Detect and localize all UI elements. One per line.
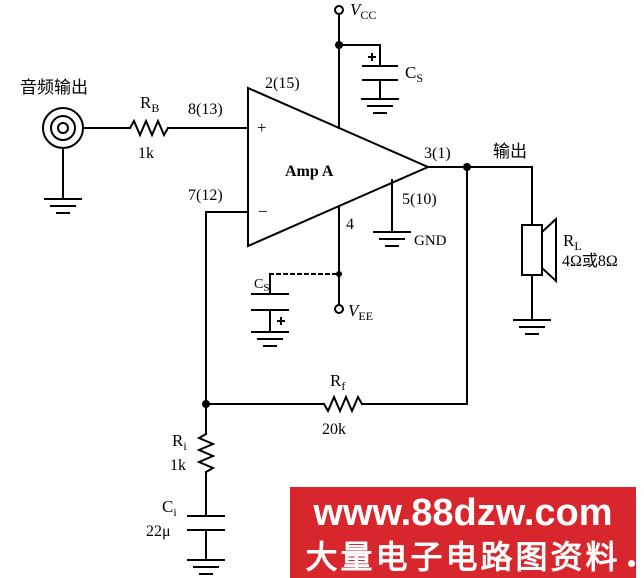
pin-8-label: 8(13) xyxy=(188,101,223,118)
pin-7-label: 7(12) xyxy=(188,187,223,204)
junction-dot xyxy=(463,163,471,171)
output-label: 输出 xyxy=(493,142,527,162)
rl-label: RL xyxy=(563,231,582,253)
cs-top-label: CS xyxy=(405,63,423,85)
vcc-label: VCC xyxy=(350,0,376,22)
junction-dot xyxy=(335,41,343,49)
watermark-url: www.88dzw.com xyxy=(313,492,613,534)
pin-4-label: 4 xyxy=(346,216,354,233)
gnd-label: GND xyxy=(414,233,447,249)
pin-3-label: 3(1) xyxy=(424,145,451,162)
pin-5-label: 5(10) xyxy=(402,191,437,208)
rb-label: RB xyxy=(140,93,159,115)
resistor-rf-icon xyxy=(322,394,364,414)
ci-value: 22μ xyxy=(146,523,171,540)
rb-value: 1k xyxy=(138,145,154,162)
watermark-subtitle: 大量电子电路图资料 xyxy=(305,538,621,576)
rl-value: 4Ω或8Ω xyxy=(562,252,618,270)
speaker-icon xyxy=(521,216,557,284)
vcc-terminal-icon xyxy=(334,5,344,15)
amp-label: Amp A xyxy=(285,163,334,180)
ground-icon xyxy=(251,331,289,347)
watermark-banner xyxy=(290,487,636,578)
capacitor-ci-icon xyxy=(187,515,225,531)
audio-out-label: 音频输出 xyxy=(20,78,88,98)
cs-bottom-label: CS xyxy=(254,277,269,294)
ground-icon xyxy=(361,98,399,114)
audio-jack-icon xyxy=(42,107,84,149)
minus-label: − xyxy=(258,202,268,221)
ground-icon xyxy=(187,559,225,575)
ground-icon xyxy=(513,319,551,335)
pin-2-label: 2(15) xyxy=(265,75,300,92)
rf-value: 20k xyxy=(322,421,346,438)
resistor-rb-icon xyxy=(128,118,170,138)
plus-label: + xyxy=(257,118,267,137)
vee-terminal-icon xyxy=(334,304,344,314)
ground-icon xyxy=(44,198,82,214)
ci-label: Ci xyxy=(162,497,177,519)
vee-label: VEE xyxy=(348,301,373,323)
rf-label: Rf xyxy=(330,371,345,393)
junction-dot xyxy=(336,271,342,277)
resistor-ri-icon xyxy=(196,432,216,474)
ground-icon xyxy=(373,231,411,247)
watermark-dot xyxy=(628,560,635,567)
ri-label: Ri xyxy=(172,431,187,453)
junction-dot xyxy=(202,400,210,408)
ri-value: 1k xyxy=(170,457,186,474)
